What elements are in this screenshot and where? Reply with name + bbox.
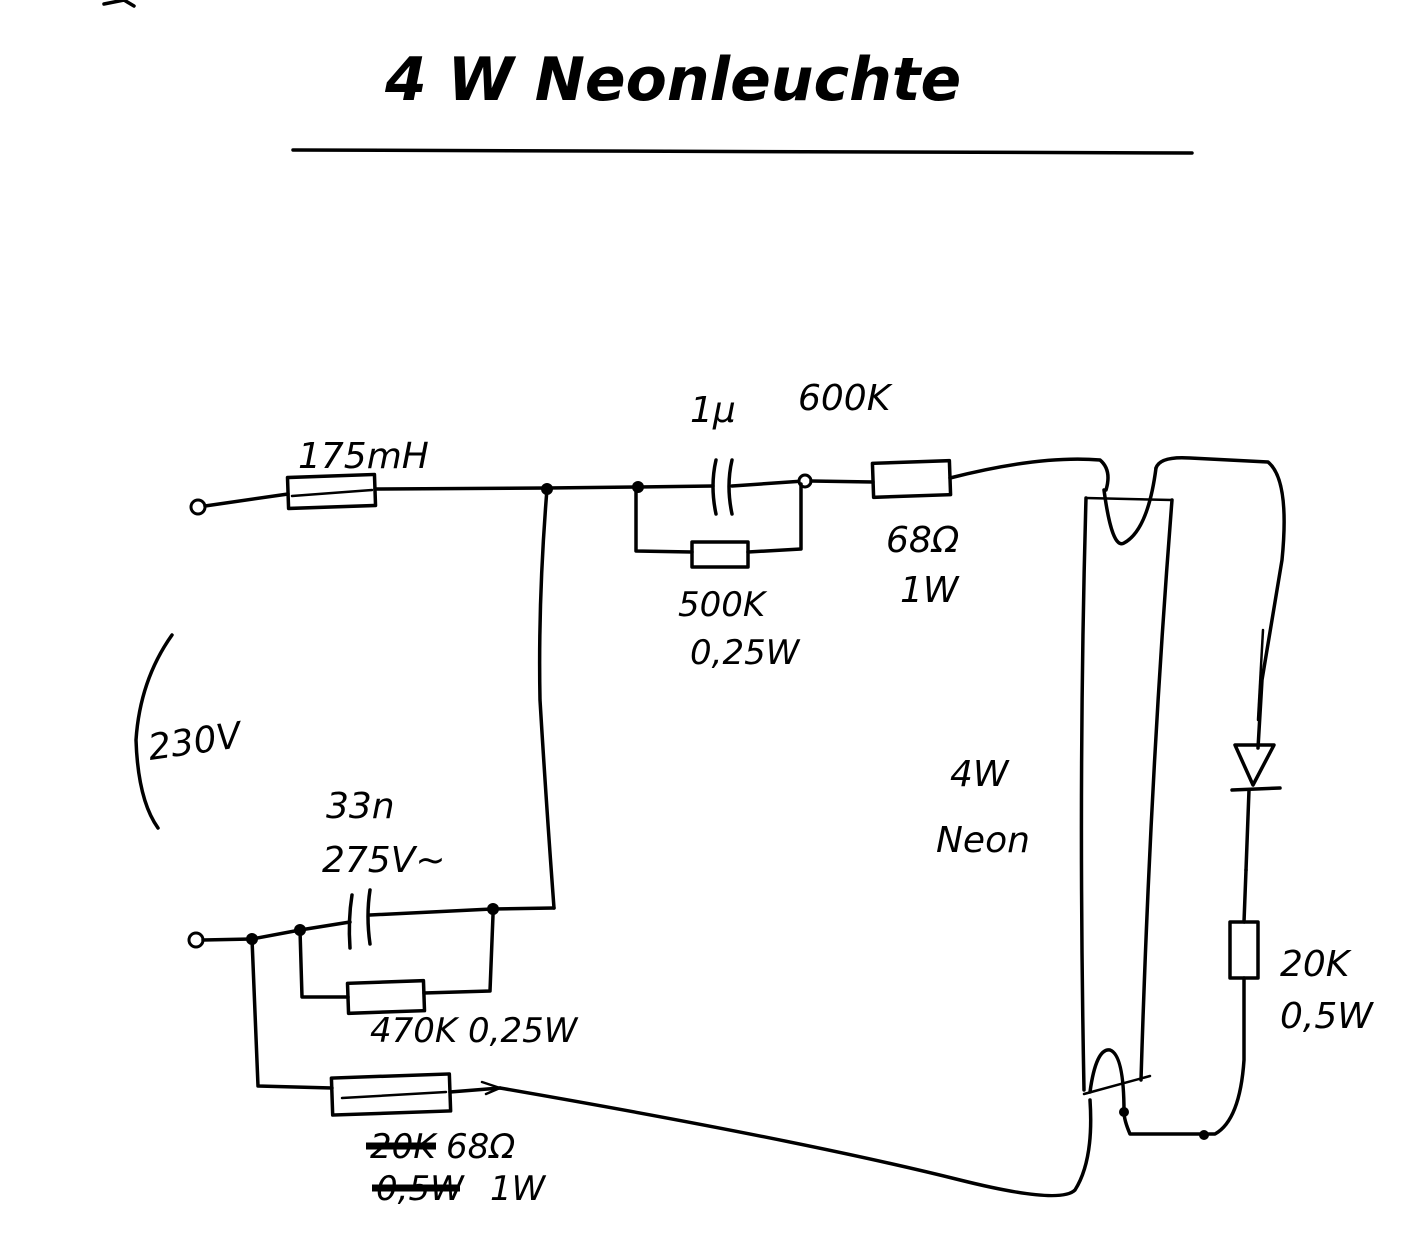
capacitor-top-alt-label: 600K	[798, 378, 893, 419]
choke-label: 175mH	[298, 436, 429, 477]
resistor-500k	[690, 540, 750, 569]
resistor-20k-value: 20K	[1280, 944, 1352, 985]
stray-mark	[102, 0, 136, 8]
tube-label-type: Neon	[936, 820, 1030, 861]
wire-top-2	[545, 485, 640, 490]
neon-tube-bottom-cap	[1082, 1074, 1152, 1096]
wire-top-input	[203, 492, 290, 508]
resistor-bottom-new-value: 68Ω	[446, 1127, 515, 1167]
resistor-68-ohm	[870, 458, 953, 500]
input-terminal-bottom	[187, 931, 205, 949]
wire-vertical-link	[537, 487, 556, 910]
filament-top	[1102, 466, 1158, 546]
neon-tube-left	[1079, 496, 1088, 1092]
capacitor-33n	[347, 893, 354, 950]
wire-right-top	[1154, 455, 1286, 750]
resistor-470k	[345, 978, 427, 1016]
resistor-bottom-new-power: 1W	[490, 1169, 547, 1209]
supply-voltage-label: 230V	[146, 715, 246, 769]
resistor-20k	[1228, 920, 1260, 980]
wire-top-1	[373, 486, 549, 491]
capacitor-33n-voltage: 275V~	[322, 840, 446, 881]
tube-label-power: 4W	[950, 754, 1010, 795]
wire-bottom-return	[498, 1086, 1093, 1198]
capacitor-top	[711, 458, 718, 516]
diode	[1233, 743, 1276, 787]
wire-right-bottom	[1122, 976, 1246, 1136]
diagram-title: 4 W Neonleuchte	[384, 45, 961, 115]
title-underline	[291, 148, 1194, 155]
resistor-500k-power: 0,25W	[690, 633, 801, 673]
input-terminal-top	[189, 498, 207, 516]
resistor-470k-label: 470K 0,25W	[370, 1011, 579, 1051]
resistor-68-ohm-power: 1W	[900, 570, 960, 611]
resistor-68-ohm-value: 68Ω	[886, 520, 960, 561]
resistor-500k-value: 500K	[678, 585, 768, 625]
neon-tube-top-cap	[1084, 496, 1174, 502]
capacitor-33n-value: 33n	[326, 786, 395, 827]
resistor-20k-power: 0,5W	[1280, 996, 1374, 1037]
filament-bottom	[1088, 1048, 1126, 1114]
neon-tube-right	[1139, 498, 1174, 1082]
capacitor-top-label: 1µ	[690, 390, 736, 431]
supply-bracket	[134, 633, 174, 830]
